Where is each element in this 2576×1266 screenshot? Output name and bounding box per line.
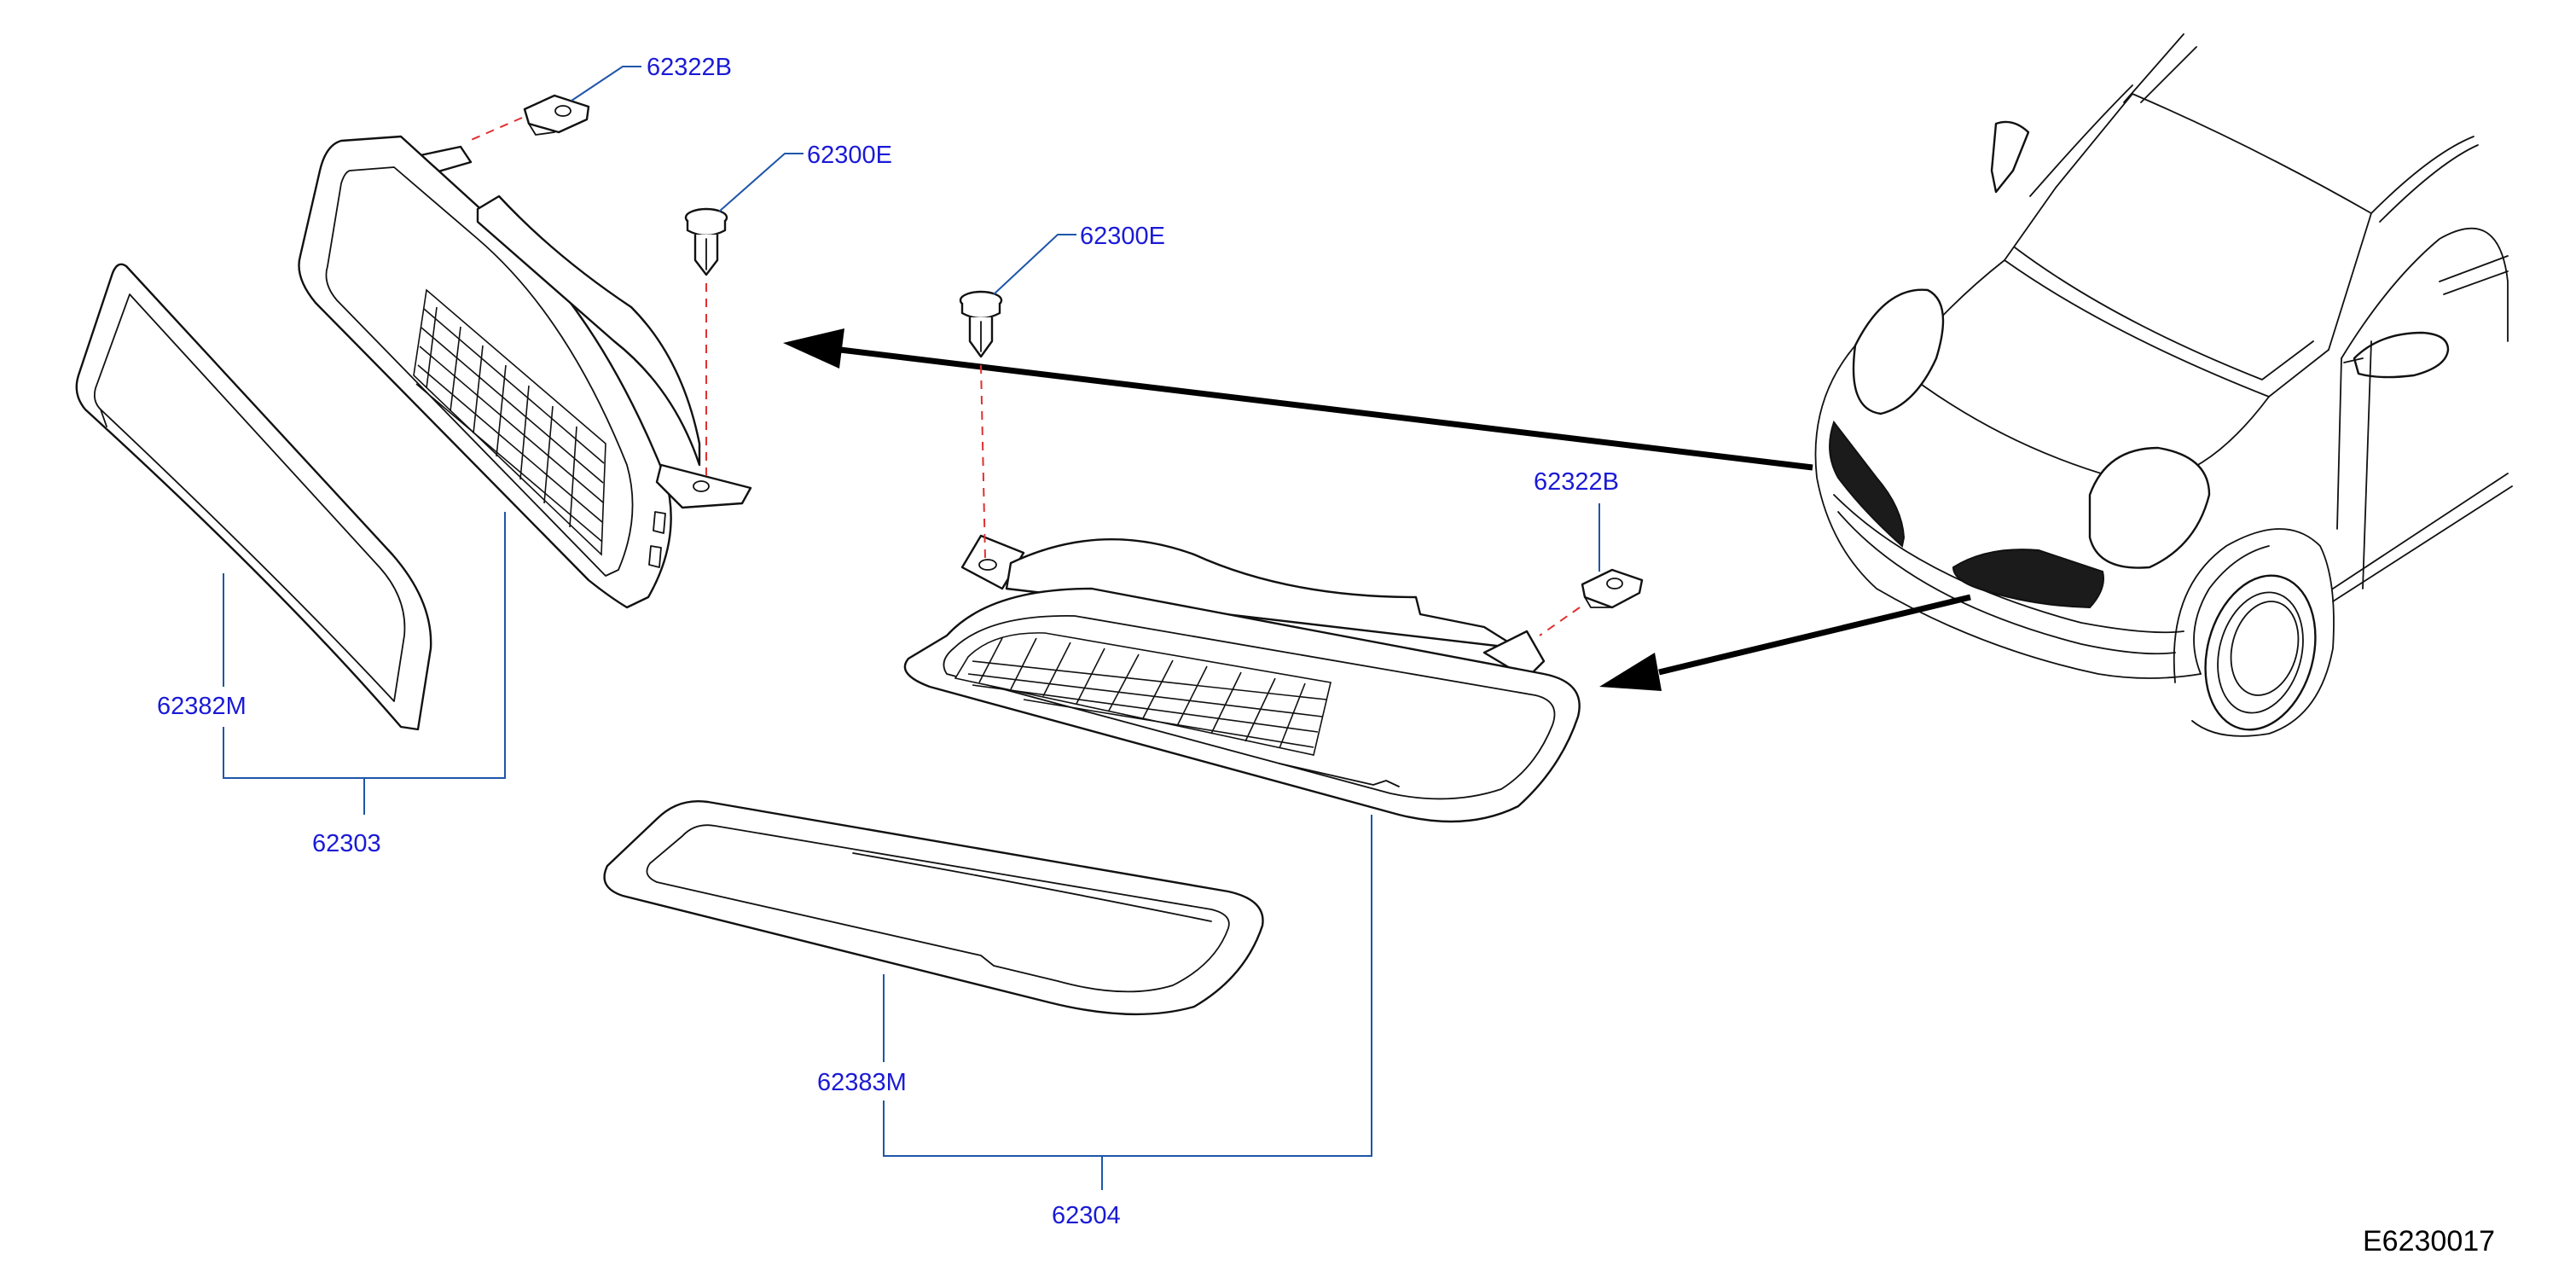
dash-clip-upper [468,117,523,142]
label-clip-62322b-right: 62322B [1534,468,1619,496]
pushpin-62300e-center [959,290,1003,358]
label-finisher-62383m: 62383M [817,1069,907,1096]
clip-62322b-right [1581,568,1644,609]
grille-center-62304 [903,534,1581,823]
highlight-upper-grille [1829,420,1906,548]
pushpin-62300e-left [684,207,728,276]
dash-pushpin-center [980,364,986,560]
grille-center-mesh [954,632,1332,756]
arrow-to-left-grille [783,328,1813,471]
highlight-lower-grille [1952,549,2104,609]
label-pushpin-62300e-center: 62300E [1080,223,1165,250]
label-finisher-62382m: 62382M [157,693,247,720]
grille-left-62303 [298,135,752,609]
leader-clip-upper [571,66,641,102]
car-front-view [1814,33,2513,737]
leader-pushpin-center [993,234,1076,295]
arrow-to-center-grille [1599,594,1971,691]
label-grille-62303: 62303 [312,830,381,857]
diagram-code: E6230017 [2363,1225,2495,1257]
grille-left-mesh [413,288,606,556]
clip-62322b-upper [523,94,590,136]
dash-clip-right [1539,607,1581,636]
label-pushpin-62300e-left: 62300E [807,142,892,169]
finisher-center-62383m [603,800,1264,1016]
leader-finisher-center-down [883,815,1372,1157]
label-clip-62322b-upper: 62322B [647,54,732,81]
finisher-left-62382m [75,263,432,731]
leader-pushpin-left [718,153,804,212]
label-grille-62304: 62304 [1052,1202,1121,1229]
